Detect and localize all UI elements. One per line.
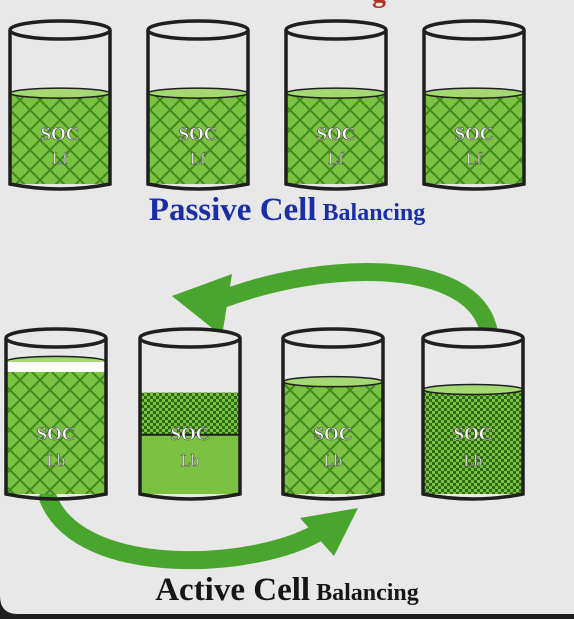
cell-fill-surface — [9, 87, 111, 99]
passive-caption: Passive Cell Balancing — [0, 192, 574, 229]
passive-cell-3: SOC Lf — [284, 19, 388, 191]
cell-fill-pattern — [283, 381, 383, 494]
cell-wall — [8, 30, 112, 191]
cell-label: SOC — [170, 424, 209, 445]
cell-label: SOC — [178, 124, 217, 145]
cell-rim — [146, 19, 250, 41]
cell-rim — [138, 327, 242, 349]
active-cell-3: SOC Lb — [281, 327, 385, 501]
cell-rim — [281, 327, 385, 349]
cell-fill-pattern — [286, 93, 386, 184]
active-cell-2: SOC Lb — [138, 327, 242, 501]
cell-label: SOC — [40, 124, 79, 145]
passive-cell-2: SOC Lf — [146, 19, 250, 191]
clipped-top-title: g — [372, 0, 442, 8]
cell-wall — [421, 338, 525, 501]
cell-label: SOC — [36, 424, 75, 445]
cell-wall — [146, 30, 250, 191]
cell-label: SOC — [453, 424, 492, 445]
passive-cell-1: SOC Lf — [8, 19, 112, 191]
cell-rim — [421, 327, 525, 349]
cell-label: SOC — [454, 124, 493, 145]
active-cell-1: SOC Lb — [4, 327, 108, 501]
cell-fill-pattern — [6, 361, 106, 494]
cell-sublabel: Lb — [464, 451, 483, 470]
cell-wall — [422, 30, 526, 191]
cell-sublabel: Lb — [47, 451, 66, 470]
cell-sublabel: Lf — [190, 149, 206, 168]
cell-sublabel: Lf — [52, 149, 68, 168]
active-caption-small: Balancing — [310, 580, 419, 606]
cell-fill-pattern — [424, 93, 524, 184]
cell-fill-top-pattern — [140, 392, 240, 435]
cell-headspace — [6, 362, 106, 372]
cell-fill-bottom — [140, 434, 240, 494]
arrow-top-head — [172, 274, 232, 336]
cell-label: SOC — [316, 124, 355, 145]
passive-caption-small: Balancing — [316, 200, 426, 226]
cell-sublabel: Lf — [466, 149, 482, 168]
cell-fill-surface — [422, 383, 524, 396]
cell-fill-surface — [423, 87, 525, 99]
active-caption-big: Active Cell — [155, 572, 311, 608]
active-caption: Active Cell Balancing — [0, 572, 574, 609]
passive-caption-big: Passive Cell — [148, 192, 317, 228]
cell-fill-surface — [285, 87, 387, 99]
passive-cell-4: SOC Lf — [422, 19, 526, 191]
cell-fill-surface — [147, 87, 249, 99]
cell-wall — [284, 30, 388, 191]
cell-fill-surface — [282, 375, 384, 388]
cell-label: SOC — [313, 424, 352, 445]
arrow-bottom — [39, 489, 331, 570]
arrow-bottom-head — [300, 508, 358, 556]
cell-fill-pattern — [148, 93, 248, 184]
cell-wall — [138, 338, 242, 501]
cell-wall — [281, 338, 385, 501]
cell-rim — [284, 19, 388, 41]
cell-fill-pattern — [10, 93, 110, 184]
cell-rim — [4, 327, 108, 349]
cell-sublabel: Lb — [181, 451, 200, 470]
active-cell-4: SOC Lb — [421, 327, 525, 501]
cell-rim — [8, 19, 112, 41]
cell-fill-pattern — [423, 389, 523, 494]
cell-wall — [4, 338, 108, 501]
cell-rim — [422, 19, 526, 41]
cell-sublabel: Lf — [328, 149, 344, 168]
arrow-top — [211, 262, 497, 337]
cell-sublabel: Lb — [324, 451, 343, 470]
